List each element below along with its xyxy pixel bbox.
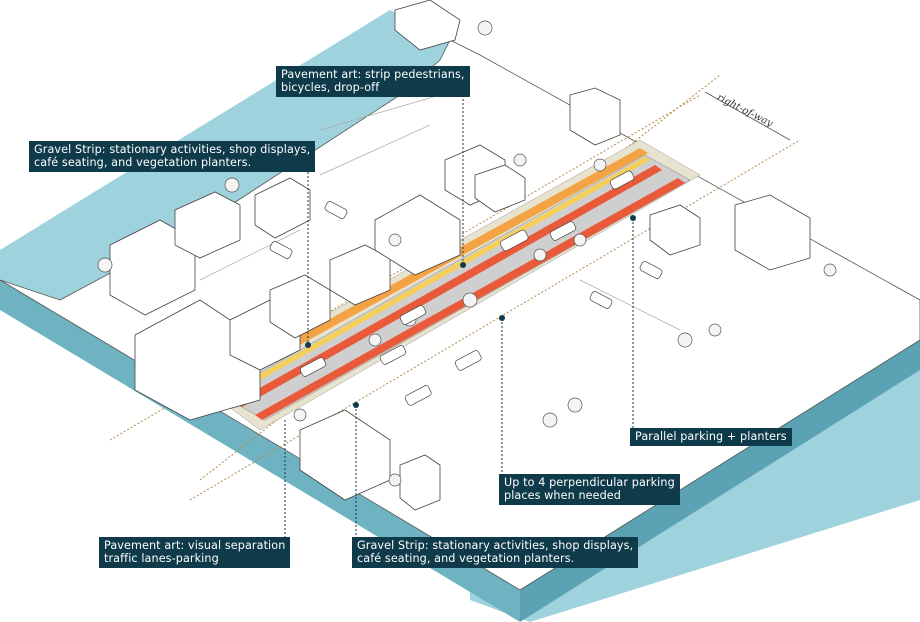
car-icon <box>324 201 348 219</box>
tree-icon <box>593 158 607 172</box>
car-icon <box>609 170 635 190</box>
callout-gravel-strip-bottom: Gravel Strip: stationary activities, sho… <box>352 537 639 568</box>
car-icon <box>549 221 577 241</box>
building-icon <box>329 244 391 306</box>
tree-icon <box>573 233 587 247</box>
car-icon <box>454 350 482 371</box>
tree-icon <box>708 323 722 337</box>
building-icon <box>394 0 461 51</box>
tree-icon <box>97 257 113 273</box>
row-bracket <box>704 91 791 141</box>
leader-lines <box>284 95 634 538</box>
building-icon <box>734 194 811 271</box>
building-icon <box>474 164 526 213</box>
building-icon <box>174 191 241 259</box>
callout-perpendicular-parking: Up to 4 perpendicular parking places whe… <box>499 474 680 505</box>
callout-parallel-parking: Parallel parking + planters <box>630 428 792 446</box>
tree-icon <box>513 153 527 167</box>
car-icon <box>639 261 663 279</box>
car-icon <box>379 345 407 365</box>
pavement-art-mid <box>235 165 662 407</box>
tree-icon <box>677 332 693 348</box>
building-icon <box>254 177 311 239</box>
car-icon <box>499 229 529 252</box>
building-icon <box>374 194 461 276</box>
tree-icon <box>388 233 402 247</box>
callout-pavement-art-bottom: Pavement art: visual separation traffic … <box>99 537 291 568</box>
building-icon <box>569 87 621 146</box>
building-icon <box>269 274 331 339</box>
tree-icon <box>533 248 547 262</box>
car-icon <box>399 305 427 325</box>
tree-icon <box>368 333 382 347</box>
car-icon <box>404 385 432 406</box>
tree-icon <box>293 408 307 422</box>
tree-icon <box>542 412 558 428</box>
buildings-left <box>109 0 526 421</box>
pavement-art-yellow <box>225 157 650 397</box>
callout-gravel-strip-top: Gravel Strip: stationary activities, sho… <box>29 141 316 172</box>
tree-icon <box>567 397 583 413</box>
building-icon <box>134 299 261 421</box>
buildings-right <box>299 87 811 511</box>
building-icon <box>649 204 701 256</box>
tree-icon <box>823 263 837 277</box>
tree-icon <box>477 20 493 36</box>
building-icon <box>109 219 196 316</box>
cars <box>269 170 663 406</box>
leader-dots <box>305 215 636 408</box>
car-icon <box>299 357 327 377</box>
block-side-left <box>0 280 520 622</box>
car-icon <box>269 241 293 259</box>
callout-pavement-art-top: Pavement art: strip pedestrians, bicycle… <box>276 66 470 97</box>
tree-icon <box>388 473 402 487</box>
parking-lots <box>199 94 681 331</box>
tree-icon <box>462 292 478 308</box>
car-icon <box>589 291 613 309</box>
road <box>219 154 691 421</box>
tree-icon <box>224 177 240 193</box>
building-icon <box>399 454 441 511</box>
